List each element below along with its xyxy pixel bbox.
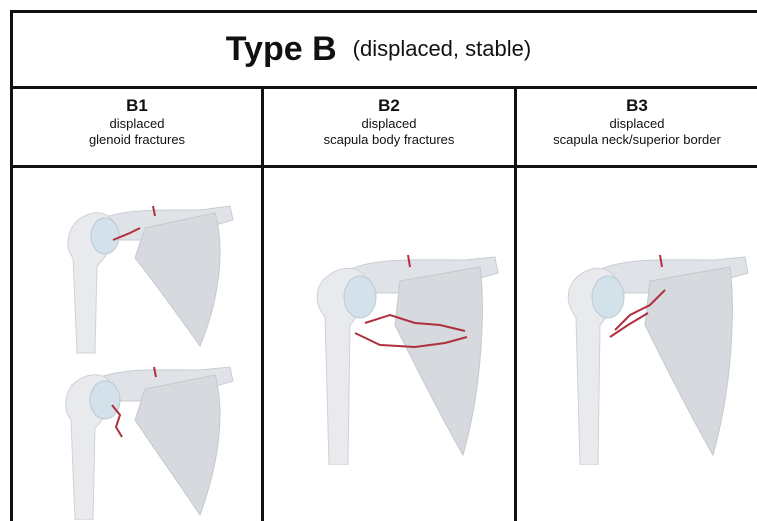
header-line2: glenoid fractures	[13, 132, 261, 148]
header-line1: displaced	[13, 116, 261, 132]
title-sub: (displaced, stable)	[353, 36, 532, 62]
header-code: B1	[13, 96, 261, 116]
scapula-illustration-b2	[305, 245, 505, 465]
header-line2: scapula neck/superior border	[517, 132, 757, 148]
table-title: Type B (displaced, stable)	[0, 12, 757, 86]
title-main: Type B	[226, 30, 337, 69]
header-divider	[10, 165, 757, 168]
header-line1: displaced	[264, 116, 514, 132]
header-line2: scapula body fractures	[264, 132, 514, 148]
scapula-illustration-b3	[560, 245, 755, 465]
header-code: B2	[264, 96, 514, 116]
scapula-illustration-b1-lower	[50, 355, 245, 520]
scapula-illustration-b1-upper	[55, 188, 245, 358]
header-b3: B3 displaced scapula neck/superior borde…	[517, 88, 757, 164]
header-b1: B1 displaced glenoid fractures	[13, 88, 261, 164]
header-b2: B2 displaced scapula body fractures	[264, 88, 514, 164]
header-line1: displaced	[517, 116, 757, 132]
header-code: B3	[517, 96, 757, 116]
